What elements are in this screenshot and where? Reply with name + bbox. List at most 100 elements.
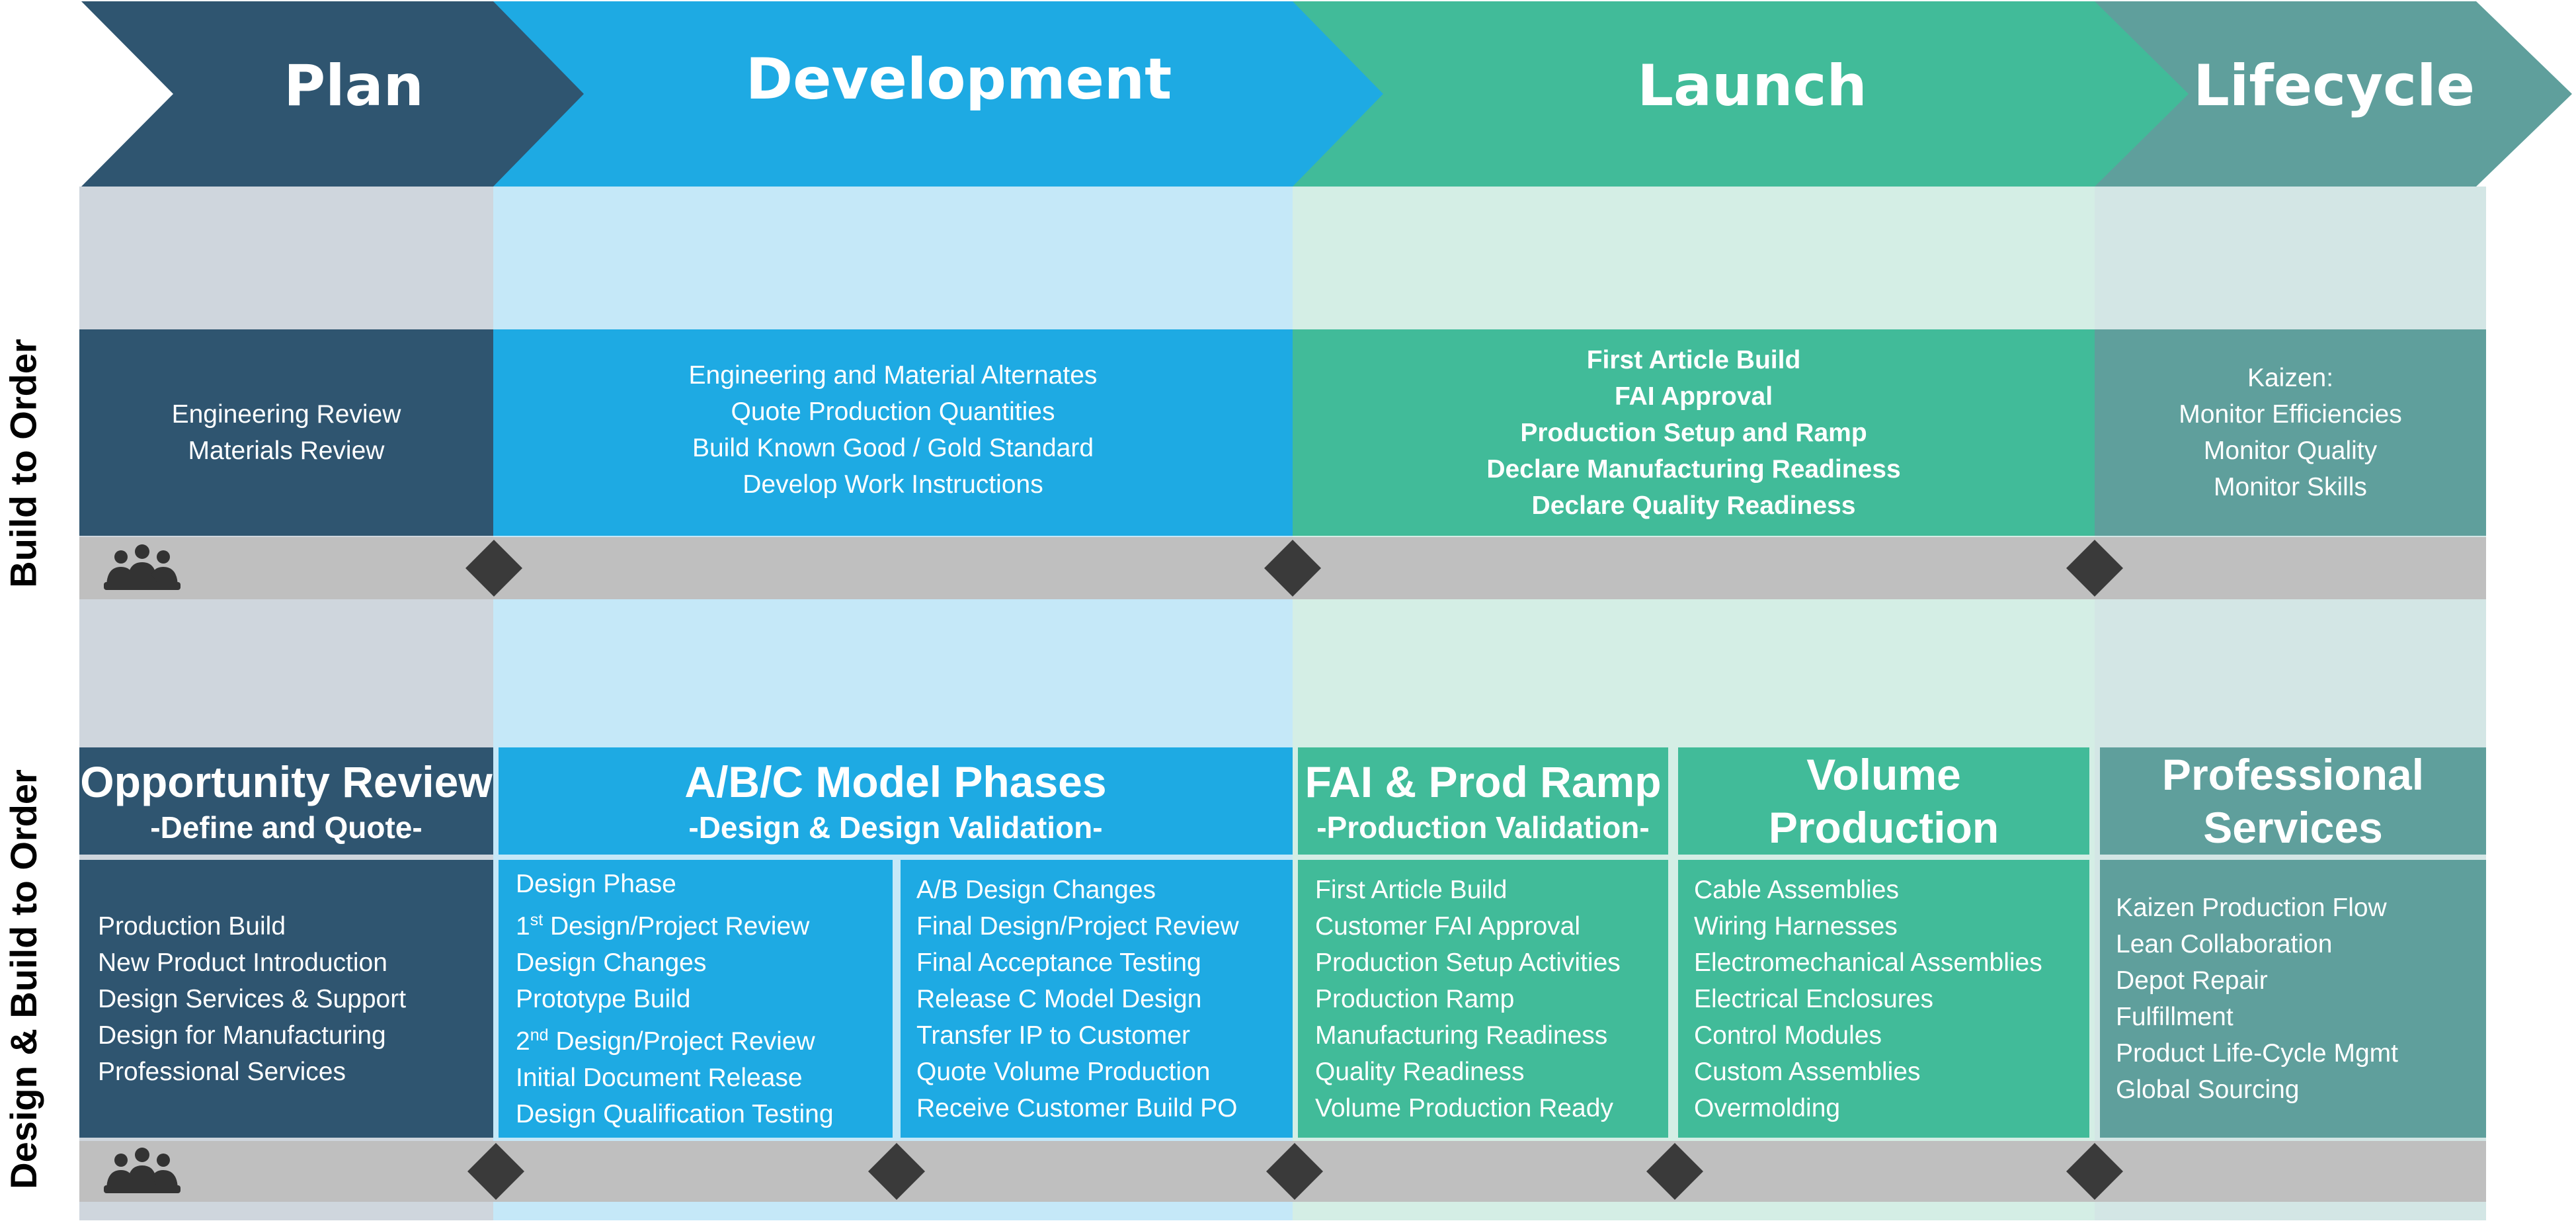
milestone-diamond-icon xyxy=(467,1143,524,1200)
fai-list: First Article Build Customer FAI Approva… xyxy=(1298,860,1668,1138)
milestone-diamond-icon xyxy=(1264,540,1321,597)
professional-list: Kaizen Production Flow Lean Collaboratio… xyxy=(2100,860,2486,1138)
list-item: Design Phase xyxy=(516,869,676,898)
people-group-icon xyxy=(104,544,181,590)
chevron-development xyxy=(493,1,1383,187)
bto-development-box: Engineering and Material Alternates Quot… xyxy=(493,329,1293,536)
list-item-text: Design/Project Review xyxy=(543,911,810,941)
list-item: Customer FAI Approval xyxy=(1315,911,1581,941)
list-item: Electrical Enclosures xyxy=(1694,984,1933,1013)
milestone-diamond-icon xyxy=(1266,1143,1323,1200)
phase-label-development: Development xyxy=(745,46,1172,112)
chevron-plan xyxy=(81,1,584,187)
milestone-diamond-icon xyxy=(2066,1143,2123,1200)
row-label-design-build-to-order: Design & Build to Order xyxy=(2,769,44,1189)
list-item: Control Modules xyxy=(1694,1021,1882,1050)
header-volume-production: Volume Production xyxy=(1678,747,2089,855)
people-group-icon xyxy=(104,1148,181,1193)
list-item: Final Acceptance Testing xyxy=(916,948,1201,977)
phase-label-launch: Launch xyxy=(1637,53,1867,119)
milestone-diamond-icon xyxy=(1646,1143,1703,1200)
list-item: Design Services & Support xyxy=(98,984,407,1013)
header-title: Opportunity Review xyxy=(80,757,493,806)
list-item: Professional Services xyxy=(98,1057,346,1086)
list-item: Cable Assemblies xyxy=(1694,875,1899,904)
header-title: A/B/C Model Phases xyxy=(684,757,1107,806)
volume-list: Cable Assemblies Wiring Harnesses Electr… xyxy=(1678,860,2089,1138)
header-subtitle: -Define and Quote- xyxy=(150,810,423,845)
header-fai-prod-ramp: FAI & Prod Ramp -Production Validation- xyxy=(1298,747,1668,855)
bto-lifecycle-box: Kaizen: Monitor Efficiencies Monitor Qua… xyxy=(2095,329,2486,536)
bto-launch-line: Production Setup and Ramp xyxy=(1520,418,1867,447)
bto-plan-line: Materials Review xyxy=(188,437,385,465)
list-item: Design Changes xyxy=(516,948,707,977)
bto-launch-box: First Article Build FAI Approval Product… xyxy=(1293,329,2095,536)
list-item: Receive Customer Build PO xyxy=(916,1093,1238,1122)
bto-launch-line: Declare Manufacturing Readiness xyxy=(1486,454,1901,484)
bto-lifecycle-line: Monitor Quality xyxy=(2203,437,2378,465)
design-changes-list: A/B Design Changes Final Design/Project … xyxy=(901,860,1293,1138)
bto-plan-line: Engineering Review xyxy=(171,400,401,429)
list-item: Production Build xyxy=(98,911,286,941)
list-item: Global Sourcing xyxy=(2116,1075,2300,1104)
header-subtitle: -Production Validation- xyxy=(1316,810,1650,845)
milestone-diamond-icon xyxy=(868,1143,925,1200)
header-model-phases: A/B/C Model Phases -Design & Design Vali… xyxy=(499,747,1293,855)
list-item: Design Qualification Testing xyxy=(516,1099,834,1128)
phase-chevron-bar xyxy=(81,1,2572,187)
header-title: Professional xyxy=(2161,750,2425,799)
list-item: Overmolding xyxy=(1694,1093,1841,1122)
header-subtitle: -Design & Design Validation- xyxy=(688,810,1103,845)
list-item: Fulfillment xyxy=(2116,1003,2234,1031)
list-item: Release C Model Design xyxy=(916,984,1202,1013)
list-item: Electromechanical Assemblies xyxy=(1694,948,2042,977)
bto-lifecycle-line: Kaizen: xyxy=(2247,364,2334,392)
list-item: Wiring Harnesses xyxy=(1694,911,1898,941)
bto-launch-line: FAI Approval xyxy=(1614,382,1773,411)
list-item: New Product Introduction xyxy=(98,948,387,977)
list-item: Depot Repair xyxy=(2116,966,2268,995)
row-label-build-to-order-wrap: Build to Order xyxy=(3,339,44,587)
header-title: Services xyxy=(2203,803,2383,852)
list-item: Initial Document Release xyxy=(516,1063,803,1092)
chevron-launch xyxy=(1293,1,2189,187)
phase-label-lifecycle: Lifecycle xyxy=(2193,53,2475,119)
opportunity-list: Production Build New Product Introductio… xyxy=(79,860,493,1138)
bto-development-line: Develop Work Instructions xyxy=(743,470,1043,499)
bto-launch-line: Declare Quality Readiness xyxy=(1531,491,1856,520)
list-item: Production Setup Activities xyxy=(1315,948,1621,977)
bto-development-line: Build Known Good / Gold Standard xyxy=(692,434,1094,462)
bto-lifecycle-line: Monitor Skills xyxy=(2214,473,2367,501)
header-opportunity-review: Opportunity Review -Define and Quote- xyxy=(79,747,493,855)
list-item-number: 1 xyxy=(516,911,530,941)
milestone-diamond-icon xyxy=(2066,540,2123,597)
list-item: Transfer IP to Customer xyxy=(916,1021,1190,1050)
list-item: Product Life-Cycle Mgmt xyxy=(2116,1039,2398,1068)
row-label-design-build-wrap: Design & Build to Order xyxy=(3,769,44,1189)
design-phase-list: Design Phase 1st Design/Project Review D… xyxy=(499,860,893,1138)
list-item: Design for Manufacturing xyxy=(98,1021,386,1050)
row-label-build-to-order: Build to Order xyxy=(2,338,44,588)
list-item: First Article Build xyxy=(1315,875,1508,904)
header-title: Volume xyxy=(1806,750,1961,799)
list-item: Production Ramp xyxy=(1315,984,1515,1013)
list-item-ordinal: st xyxy=(530,910,543,929)
list-item: Manufacturing Readiness xyxy=(1315,1021,1608,1050)
list-item: Volume Production Ready xyxy=(1315,1093,1613,1122)
bto-development-line: Quote Production Quantities xyxy=(731,398,1055,426)
list-item: Quote Volume Production xyxy=(916,1057,1211,1086)
bto-plan-box: Engineering Review Materials Review xyxy=(79,329,493,536)
bto-launch-line: First Article Build xyxy=(1586,345,1801,374)
list-item: Custom Assemblies xyxy=(1694,1057,1921,1086)
list-item: Final Design/Project Review xyxy=(916,911,1239,941)
list-item: A/B Design Changes xyxy=(916,875,1156,904)
list-item: Lean Collaboration xyxy=(2116,930,2333,958)
bto-lifecycle-line: Monitor Efficiencies xyxy=(2179,400,2402,429)
list-item-text: Design/Project Review xyxy=(548,1027,815,1056)
list-item: 2nd Design/Project Review xyxy=(516,1017,815,1060)
list-item: Kaizen Production Flow xyxy=(2116,894,2387,922)
header-title: FAI & Prod Ramp xyxy=(1305,757,1662,806)
list-item: Prototype Build xyxy=(516,984,691,1013)
header-professional-services: Professional Services xyxy=(2100,747,2486,855)
list-item-number: 2 xyxy=(516,1027,530,1056)
